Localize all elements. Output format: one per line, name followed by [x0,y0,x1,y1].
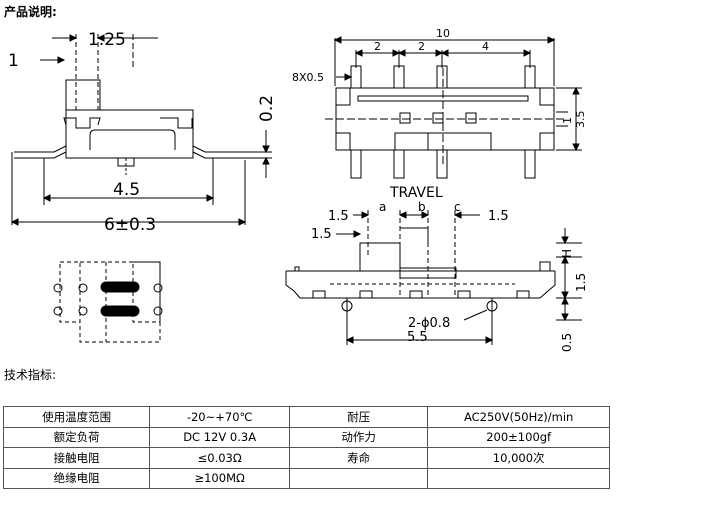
spec-value: ≤0.03Ω [149,447,290,469]
table-row: 使用温度范围 -20~+70℃ 耐压 AC250V(50Hz)/min [2,406,610,428]
spec-value: ≥100MΩ [149,467,290,489]
dim-8x05: 8X0.5 [292,71,324,84]
dim-4: 4 [482,40,489,53]
position-a: a [379,200,386,214]
dim-1-5-vertical: 1.5 [574,273,588,292]
spec-table: 使用温度范围 -20~+70℃ 耐压 AC250V(50Hz)/min 额定负荷… [2,406,610,489]
spec-value: 200±100gf [427,426,610,448]
spec-label: 寿命 [288,447,429,469]
top-view [325,36,582,179]
dim-1-5-left: 1.5 [328,209,349,224]
spec-value: 10,000次 [427,447,610,469]
dim-2-phi-0-8: 2-ϕ0.8 [408,316,450,331]
dim-10: 10 [436,27,450,40]
technical-drawing: 1.25 1 0.2 4.5 6±0.3 10 2 2 4 8X0.5 3.5 … [8,27,588,352]
dim-2a: 2 [374,40,381,53]
dim-4-5: 4.5 [113,180,140,200]
dim-1-25: 1.25 [88,30,126,50]
product-description-heading: 产品说明: [4,5,57,19]
travel-label: TRAVEL [389,185,443,201]
dim-1-5-height: 1.5 [311,227,332,242]
dim-1: 1 [8,51,19,71]
spec-label: 耐压 [288,406,429,428]
dim-H: H [560,249,574,258]
spec-label: 绝缘电阻 [2,467,151,489]
spec-value: -20~+70℃ [149,406,290,428]
dim-0-2: 0.2 [257,95,277,122]
dim-6: 6±0.3 [104,215,156,235]
spec-value: AC250V(50Hz)/min [427,406,610,428]
spec-label: 额定负荷 [2,426,151,448]
table-row: 额定负荷 DC 12V 0.3A 动作力 200±100gf [2,426,610,448]
spec-value: DC 12V 0.3A [149,426,290,448]
dim-0-5: 0.5 [560,333,574,352]
pcb-footprint [53,261,163,343]
spec-label: 使用温度范围 [2,406,151,428]
spec-label [288,467,429,489]
spec-value [427,467,610,489]
dim-1-5-right: 1.5 [488,209,509,224]
spec-label: 动作力 [288,426,429,448]
technical-specs-heading: 技术指标: [4,368,57,382]
dim-3-5: 3.5 [574,111,587,129]
travel-view [285,210,582,345]
spec-label: 接触电阻 [2,447,151,469]
side-view [10,34,272,226]
table-row: 接触电阻 ≤0.03Ω 寿命 10,000次 [2,447,610,469]
table-row: 绝缘电阻 ≥100MΩ [2,467,610,489]
dim-5-5: 5.5 [407,330,428,345]
position-c: c [454,200,461,214]
dim-1-side: 1 [561,117,574,124]
dim-2b: 2 [418,40,425,53]
position-b: b [418,200,426,214]
